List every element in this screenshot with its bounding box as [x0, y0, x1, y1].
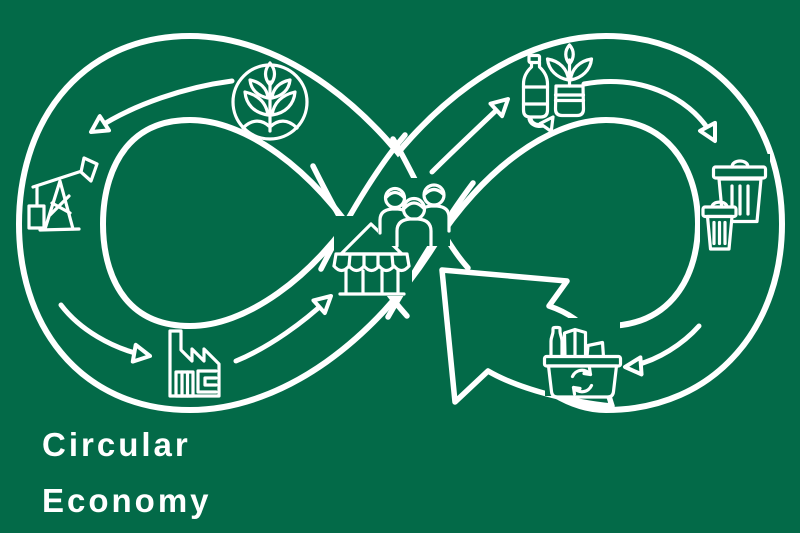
arrow-reuse-small [527, 111, 561, 133]
oil-pump-icon [27, 156, 99, 232]
page-title: Circular Economy [42, 417, 212, 529]
arrow-to-oil-pump [84, 78, 235, 142]
arrow-to-factory [58, 302, 154, 367]
trash-bins-icon [700, 154, 770, 254]
arrow-to-market [233, 287, 339, 364]
flow-arrows [58, 78, 723, 378]
recycle-symbol-icon [570, 366, 594, 396]
arrow-to-trash [581, 78, 723, 145]
recycling-basket-icon [542, 318, 623, 399]
factory-icon [168, 329, 221, 398]
arrow-to-recycling [622, 323, 702, 378]
plastic-bottle-icon [521, 53, 550, 119]
arrow-to-bottle [429, 90, 516, 175]
consumers-icon [378, 178, 451, 248]
title-line-2: Economy [42, 482, 212, 519]
title-line-1: Circular [42, 426, 191, 463]
seedling-circle-icon [231, 61, 309, 141]
bottle-planter-icon [545, 43, 594, 118]
